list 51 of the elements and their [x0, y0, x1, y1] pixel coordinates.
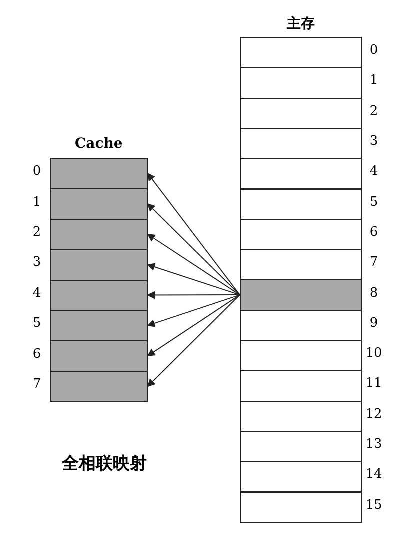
index-number: 2	[32, 225, 42, 240]
index-number: 3	[368, 134, 380, 150]
index-number: 0	[368, 43, 380, 58]
memory-block	[240, 430, 362, 462]
index-number: 5	[368, 194, 380, 210]
memory-block	[240, 400, 362, 432]
memory-block	[240, 340, 362, 372]
index-number: 6	[368, 224, 380, 240]
index-number: 1	[32, 194, 42, 210]
index-number: 6	[32, 346, 42, 362]
index-number: 12	[365, 406, 383, 422]
index-number: 15	[365, 498, 383, 513]
arrow	[147, 294, 240, 357]
memory-block	[240, 158, 362, 190]
index-number: 3	[32, 255, 42, 270]
index-number: 14	[365, 467, 383, 482]
memory-block	[240, 67, 362, 99]
index-number: 2	[368, 104, 380, 119]
index-number: 7	[32, 377, 42, 392]
caption: 全相联映射	[62, 453, 147, 475]
memory-block	[240, 370, 362, 402]
index-number: 4	[32, 286, 42, 301]
memory-block	[240, 492, 362, 523]
arrow	[147, 234, 240, 296]
memory-block	[240, 128, 362, 160]
arrow	[147, 203, 240, 296]
index-number: 7	[368, 255, 380, 270]
index-number: 0	[32, 164, 42, 180]
memory-block	[240, 310, 362, 341]
memory-block	[240, 188, 362, 220]
memory-block	[240, 461, 362, 492]
arrow	[147, 294, 240, 328]
memory-block	[240, 98, 362, 129]
memory-block	[240, 218, 362, 250]
memory-block	[240, 249, 362, 280]
index-number: 9	[368, 316, 380, 331]
index-number: 4	[368, 164, 380, 180]
memory-block	[240, 279, 362, 311]
arrow	[147, 294, 240, 388]
arrow	[147, 291, 240, 300]
index-number: 11	[365, 376, 383, 392]
arrow	[147, 172, 240, 296]
index-number: 8	[368, 286, 380, 301]
arrow	[147, 263, 240, 296]
memory-block	[240, 37, 362, 68]
memory-heading: 主存	[287, 15, 315, 33]
index-number: 1	[368, 73, 380, 88]
cache-heading: Cache	[75, 136, 123, 152]
index-number: 5	[32, 316, 42, 332]
index-number: 13	[365, 437, 383, 452]
index-number: 10	[365, 346, 383, 362]
